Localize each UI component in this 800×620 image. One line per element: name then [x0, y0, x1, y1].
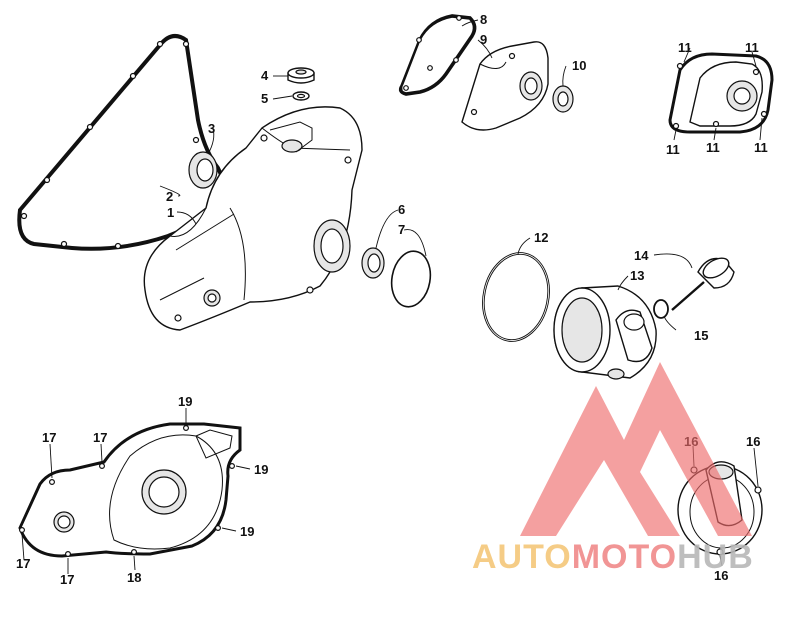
watermark-hub: HUB	[677, 538, 754, 576]
callout-11-d: 11	[706, 140, 720, 155]
callout-labels: 1 2 3 4 5 6 7 8 9 10 11 11 11 11 11 12 1…	[16, 12, 768, 587]
o-ring-part-12	[482, 252, 550, 342]
callout-11-b: 11	[745, 40, 759, 55]
callout-7: 7	[398, 222, 405, 237]
washer-part-5	[292, 91, 310, 101]
o-ring-part-15	[653, 299, 669, 319]
seal-part-6	[361, 247, 385, 279]
callout-4: 4	[261, 68, 269, 83]
cover-assembly-part-11	[668, 52, 774, 134]
callout-10: 10	[572, 58, 586, 73]
callout-15: 15	[694, 328, 708, 343]
callout-19-a: 19	[178, 394, 192, 409]
watermark-auto: AUTO	[472, 538, 572, 576]
callout-17-b: 17	[93, 430, 107, 445]
callout-12: 12	[534, 230, 548, 245]
callout-3: 3	[208, 121, 215, 136]
callout-11-e: 11	[754, 140, 768, 155]
callout-2: 2	[166, 189, 173, 204]
callout-17-c: 17	[16, 556, 30, 571]
gasket-part-8	[398, 14, 477, 96]
cover-part-9	[461, 41, 549, 131]
callout-14: 14	[634, 248, 649, 263]
callout-19-b: 19	[254, 462, 268, 477]
clutch-cover-part-1	[143, 106, 363, 331]
seal-part-3	[188, 151, 218, 189]
callout-18: 18	[127, 570, 141, 585]
callout-17-a: 17	[42, 430, 56, 445]
callout-19-c: 19	[240, 524, 254, 539]
watermark-logo	[520, 362, 752, 536]
callout-9: 9	[480, 32, 487, 47]
o-ring-part-7	[390, 250, 432, 308]
plug-part-4	[287, 67, 315, 84]
housing-part-13	[553, 285, 657, 380]
leader-lines	[21, 19, 763, 574]
gasket-part-18	[18, 422, 242, 558]
callout-17-d: 17	[60, 572, 74, 587]
callout-8: 8	[480, 12, 487, 27]
callout-13: 13	[630, 268, 644, 283]
callout-11-a: 11	[678, 40, 692, 55]
watermark-text: AUTOMOTOHUB	[472, 538, 754, 576]
watermark-moto: MOTO	[572, 538, 677, 576]
callout-16-c: 16	[714, 568, 728, 583]
callout-5: 5	[261, 91, 268, 106]
callout-11-c: 11	[666, 142, 680, 157]
watermark-mountain-icon	[520, 362, 752, 536]
dipstick-part-14	[671, 257, 735, 311]
callout-1: 1	[167, 205, 174, 220]
callout-6: 6	[398, 202, 405, 217]
seal-part-10	[552, 85, 574, 113]
callout-16-b: 16	[746, 434, 760, 449]
